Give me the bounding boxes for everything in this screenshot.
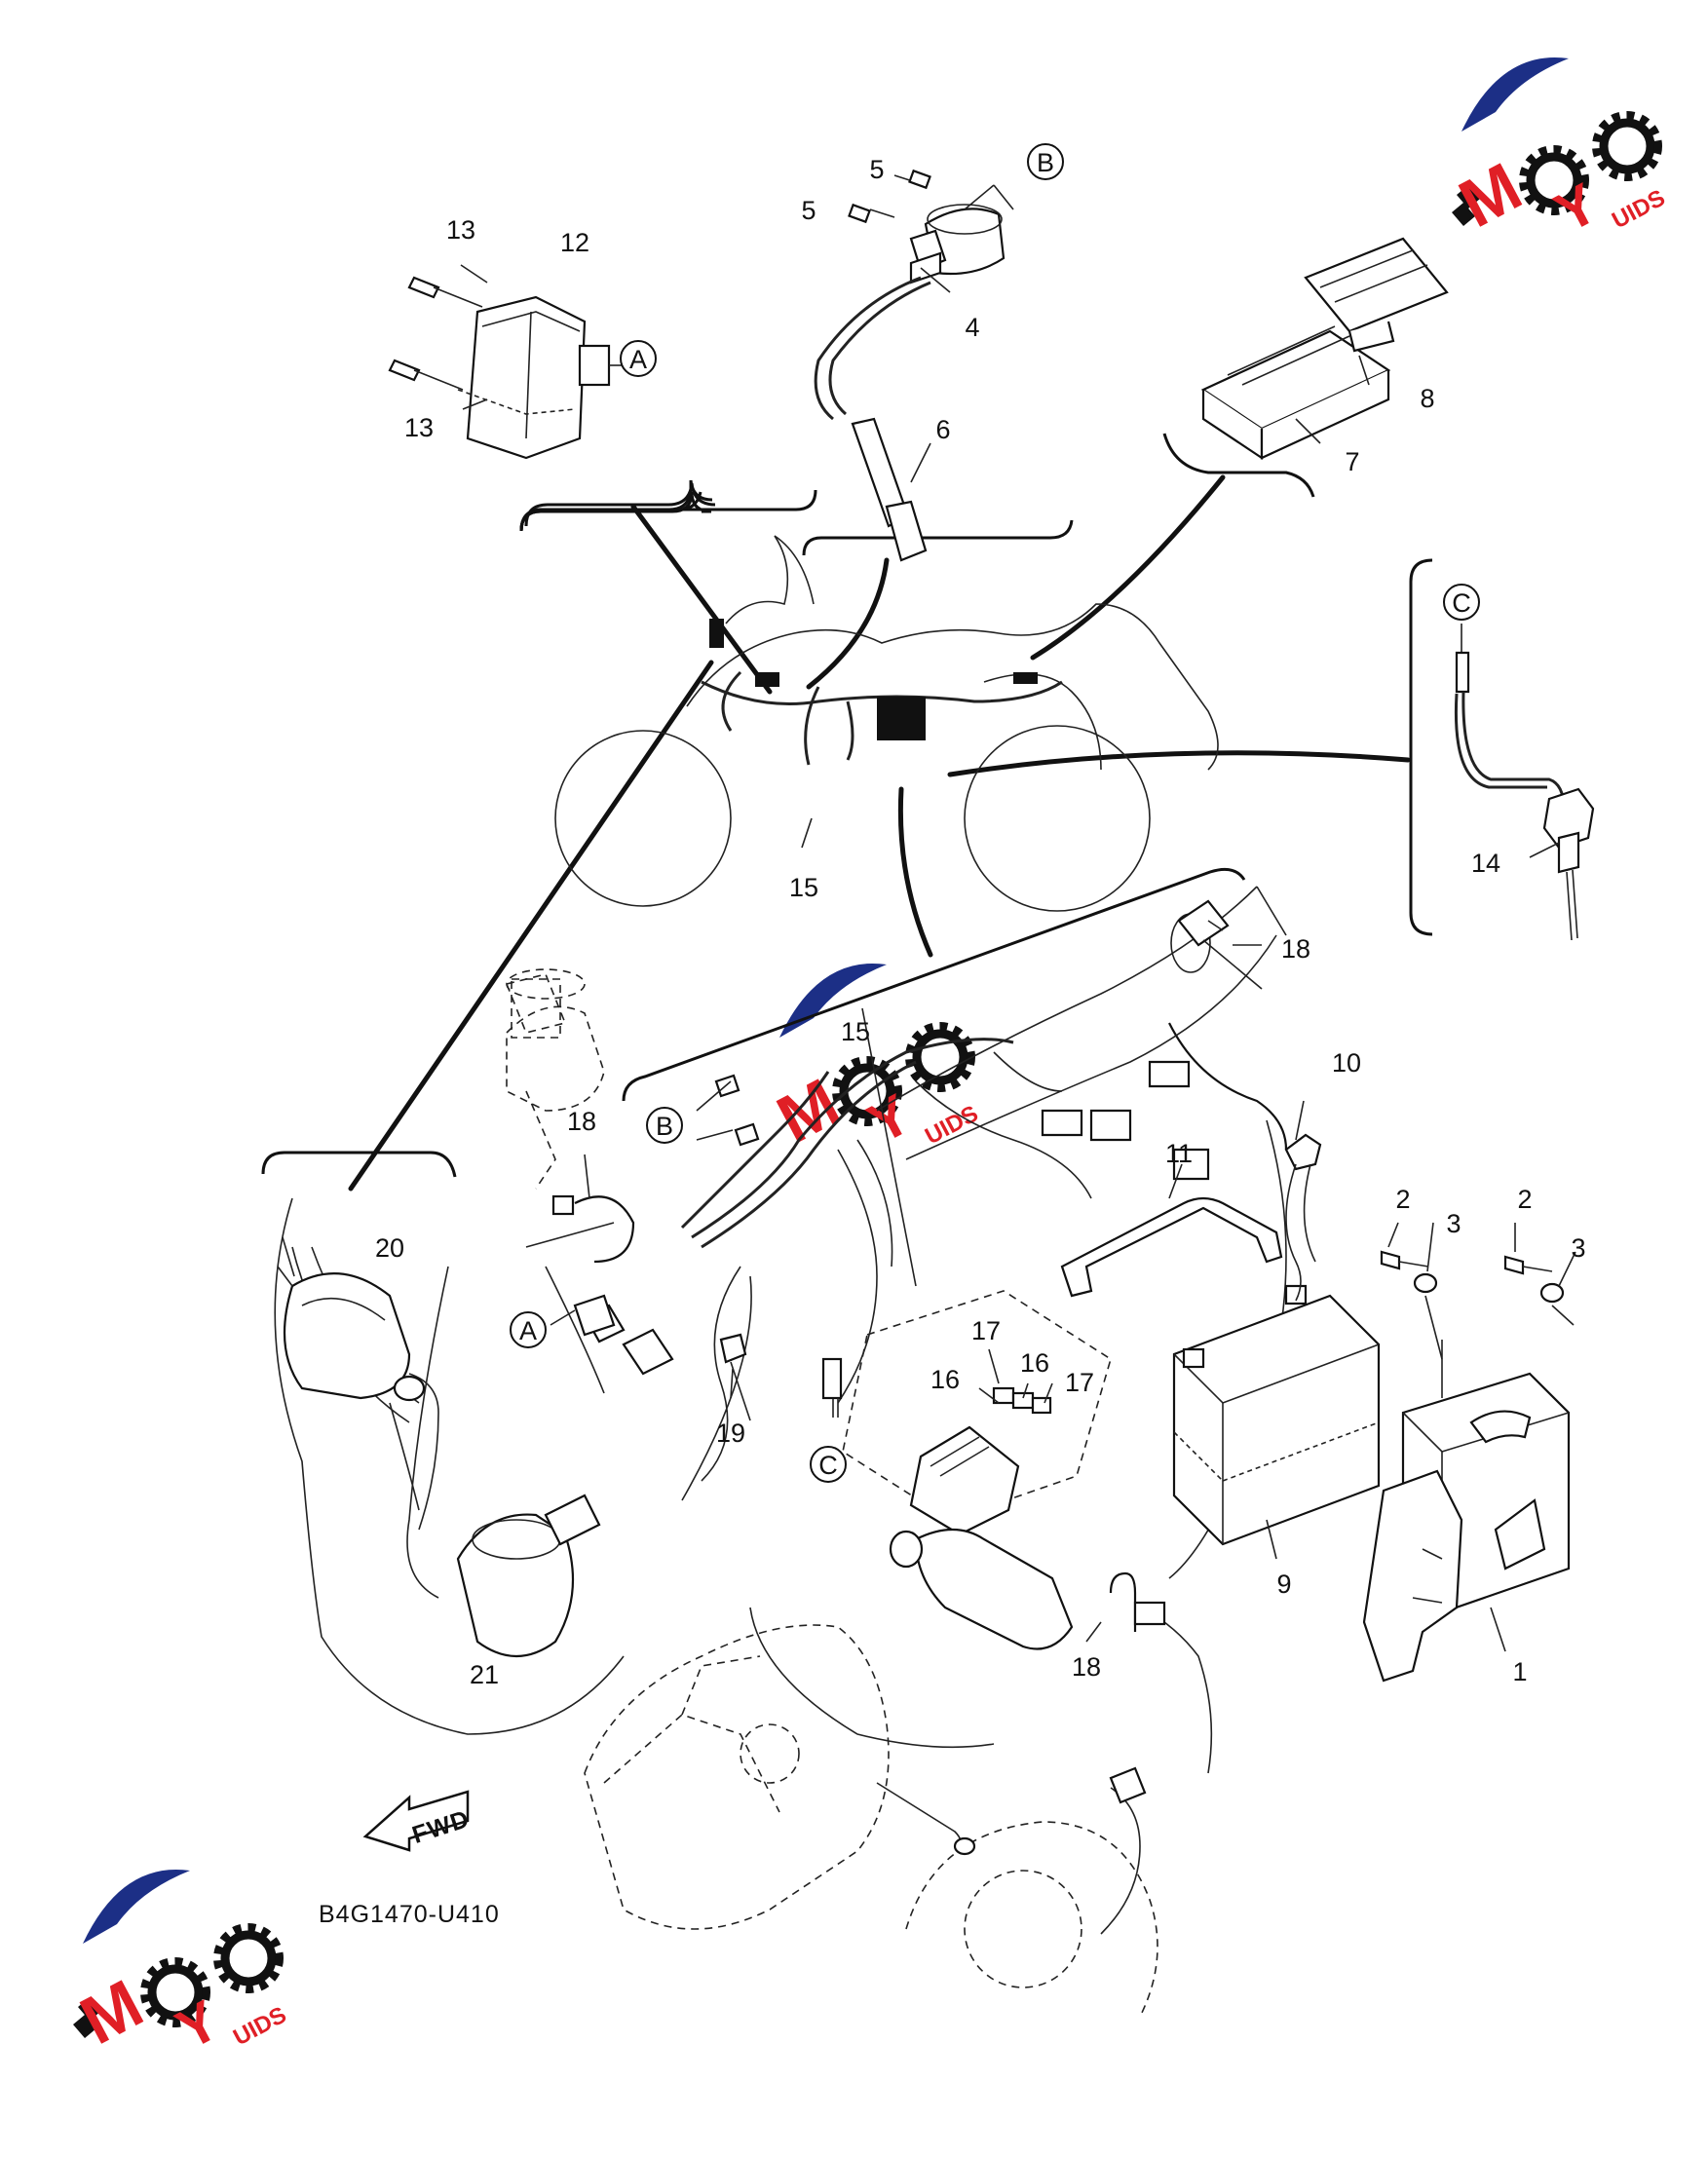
callout-16-left: 16 [930,1365,960,1394]
svg-text:UIDS: UIDS [229,2002,290,2052]
callout-15-top: 15 [789,873,818,902]
moto-guids-logo-bottom: M Y UIDS [68,1869,290,2062]
ref-b-top: B [1027,143,1064,180]
battery-bolts [1380,1250,1575,1360]
battery [1172,1284,1381,1546]
bracket-lower [622,867,1246,1102]
callout-14: 14 [1471,849,1500,878]
moto-guids-logo-top: M Y UIDS [1447,57,1669,246]
rectifier-assembly [277,1236,439,1531]
callout-12: 12 [560,228,589,257]
callout-15-center: 15 [841,1017,870,1046]
callout-4: 4 [965,313,979,342]
callout-18-top: 18 [1281,934,1310,964]
main-switch [505,968,605,1190]
leader-rectifier [348,660,714,1192]
battery-case [1362,1340,1571,1683]
bracket-regulator [524,482,716,527]
callout-13-bottom: 13 [404,413,434,442]
starter-relay [456,1494,601,1658]
leader-coil [806,557,890,690]
callout-numbers: 13 12 13 5 5 4 6 8 7 14 15 18 15 10 18 1… [375,155,1586,1689]
engine-case [584,1624,1158,2018]
ref-a-lower: A [510,1311,547,1348]
motorcycle-overview [554,535,1219,912]
callout-2-left: 2 [1395,1185,1410,1214]
svg-text:M: M [1447,148,1533,242]
svg-text:C: C [1452,588,1471,618]
callout-6: 6 [935,415,950,444]
bracket-cdi [1162,433,1315,498]
callout-18-bottom: 18 [1072,1652,1101,1682]
battery-band [1060,1196,1283,1298]
callout-20: 20 [375,1233,404,1263]
connector-c-lower [821,1357,843,1400]
callout-17-right: 17 [1065,1368,1094,1397]
clamp-18-left [525,1194,635,1264]
svg-text:B: B [656,1112,673,1141]
svg-text:UIDS: UIDS [921,1101,982,1151]
clamp-18-lower [1109,1571,1166,1632]
callout-5-top: 5 [869,155,884,184]
callout-9: 9 [1276,1570,1291,1599]
callout-18-left: 18 [567,1107,596,1136]
ref-a-top: A [620,340,657,377]
ignition-coil-assembly [814,169,1006,562]
leader-switch [947,750,1411,777]
wire-harness [274,1022,1288,1774]
svg-text:UIDS: UIDS [1608,185,1669,235]
callout-10: 10 [1332,1048,1361,1078]
sensor-10 [1284,1133,1322,1302]
callout-19: 19 [716,1419,745,1448]
callout-leaders [460,184,1576,1652]
fwd-arrow: FWD [362,1790,473,1852]
callout-16-right: 16 [1020,1348,1049,1378]
fuse-box [842,1290,1112,1536]
svg-text:B: B [1037,148,1054,177]
callout-7: 7 [1345,447,1359,476]
spark-plug-cap [889,1529,1074,1650]
callout-8: 8 [1420,384,1434,413]
svg-text:Y: Y [1545,171,1609,246]
callout-3-left: 3 [1446,1209,1461,1238]
ref-b-lower: B [646,1107,683,1144]
callout-3-right: 3 [1571,1233,1585,1263]
bracket-rectifier [261,1151,457,1178]
cdi-unit-assembly [1200,237,1449,461]
svg-text:Y: Y [167,1988,230,2062]
callout-2-right: 2 [1517,1185,1532,1214]
svg-text:A: A [629,345,647,374]
connector-a-lower [550,1294,616,1337]
svg-text:M: M [68,1965,154,2059]
clamp-18-top [1177,899,1263,990]
callout-5-bottom: 5 [801,196,816,225]
leader-regulator [630,504,773,695]
svg-text:C: C [818,1451,838,1480]
leader-harness [897,786,933,958]
connector-15-b [696,1074,760,1147]
regulator-assembly [388,276,624,460]
callout-11: 11 [1165,1139,1193,1168]
ref-c-lower: C [810,1446,847,1483]
bracket-top-a [519,491,702,532]
callout-17-top: 17 [971,1316,1001,1345]
neutral-switch-assembly [1454,624,1595,941]
bracket-switch [1409,558,1433,936]
callout-1: 1 [1512,1657,1527,1686]
svg-text:A: A [519,1316,537,1345]
bracket-coil [802,519,1074,556]
ref-c-top: C [1443,584,1480,621]
drawing-code: B4G1470-U410 [319,1901,500,1928]
callout-21: 21 [470,1660,499,1689]
callout-13-top: 13 [446,215,475,245]
leader-cdi [1030,474,1226,661]
detail-bracket-left [519,491,712,532]
